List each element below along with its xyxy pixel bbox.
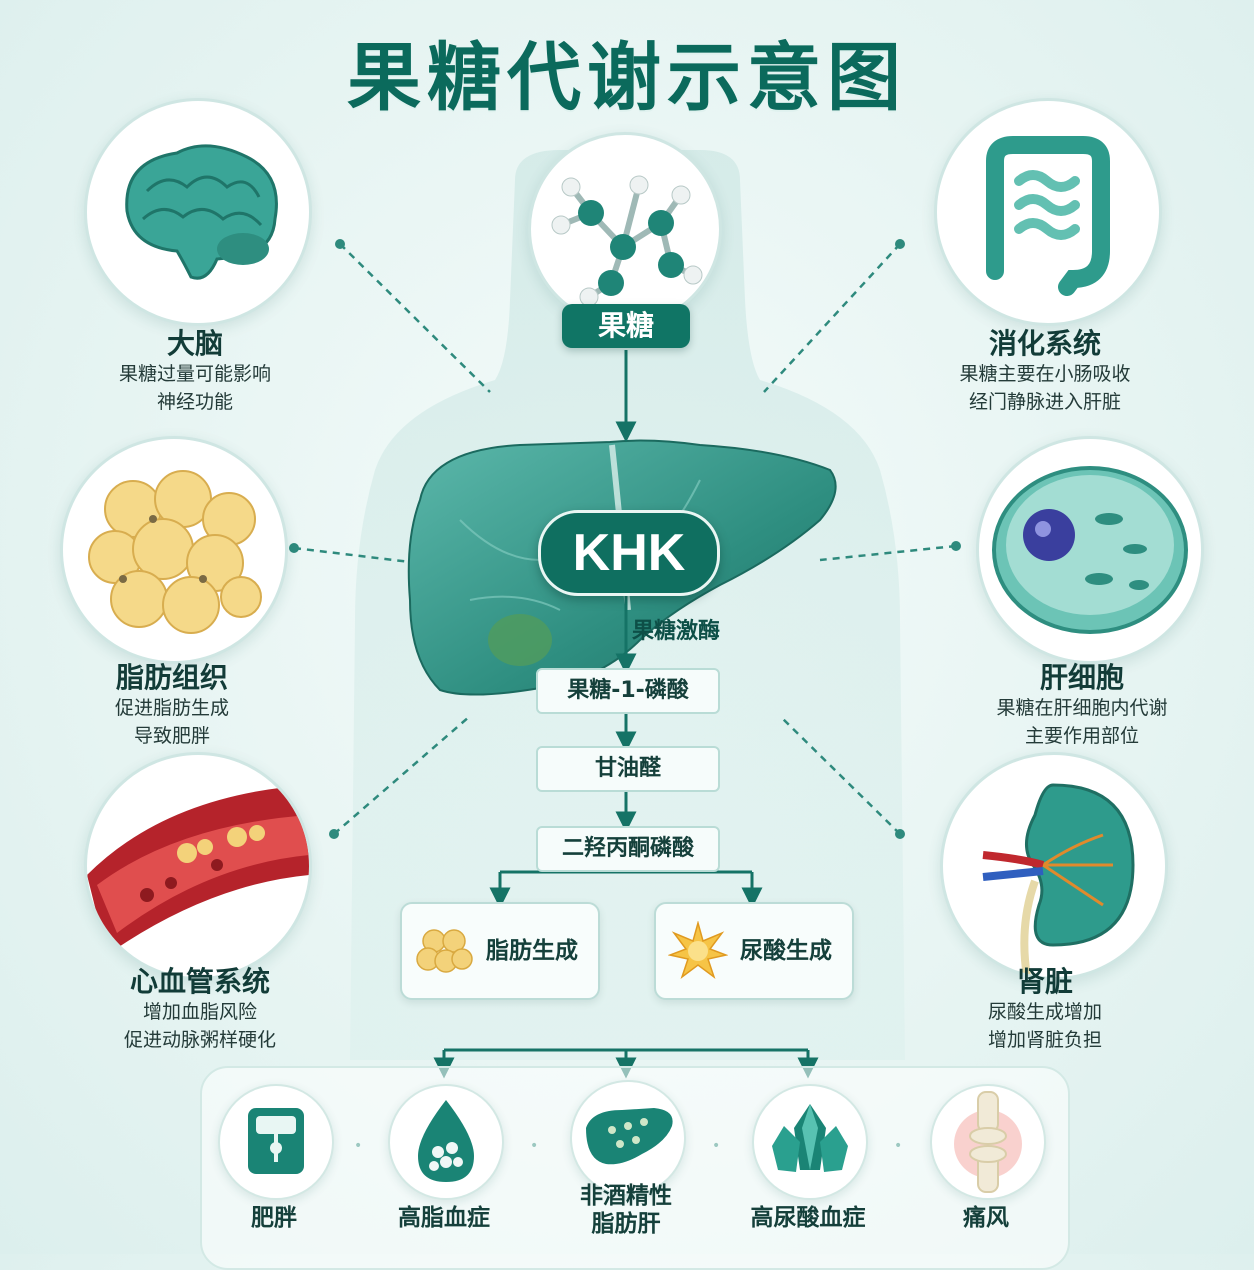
organ-desc-cardio-line1: 增加血脂风险 — [142, 1001, 257, 1023]
organ-title-kidney: 肾脏 — [1016, 965, 1073, 998]
organ-desc-fat-line2: 导致肥胖 — [133, 725, 210, 747]
connector-kidney — [779, 715, 901, 835]
organ-desc-kidney-line2: 增加肾脏负担 — [987, 1029, 1102, 1051]
pathway-step-f1p: 果糖-1-磷酸 — [536, 668, 720, 714]
urate-crystal-icon — [668, 921, 728, 980]
organ-desc-fat-line1: 促进脂肪生成 — [114, 697, 229, 719]
pathway-step-glyceraldehyde: 甘油醛 — [536, 746, 720, 792]
organ-desc-cardio: 增加血脂风险 促进动脉粥样硬化 — [75, 998, 325, 1054]
brain-icon — [84, 98, 312, 326]
organ-desc-fat: 促进脂肪生成 导致肥胖 — [52, 694, 292, 750]
organ-desc-digest-line2: 经门静脉进入肝脏 — [968, 391, 1121, 413]
connector-dot-digest — [895, 239, 905, 249]
connector-digest — [763, 243, 901, 393]
connector-dot-liver — [951, 541, 961, 551]
product-lipogenesis: 脂肪生成 — [400, 902, 600, 1000]
organ-desc-liver: 果糖在肝细胞内代谢 主要作用部位 — [957, 694, 1207, 750]
product-uric-acid: 尿酸生成 — [654, 902, 854, 1000]
separator-dot: • — [354, 1138, 363, 1154]
organ-desc-brain: 果糖过量可能影响 神经功能 — [75, 360, 315, 416]
connector-fat — [293, 546, 411, 564]
product-lipogenesis-label: 脂肪生成 — [486, 938, 578, 964]
separator-dot: • — [530, 1138, 539, 1154]
disease-label-gout: 痛风 — [911, 1204, 1061, 1232]
organ-desc-brain-line1: 果糖过量可能影响 — [118, 363, 271, 385]
organ-desc-kidney-line1: 尿酸生成增加 — [987, 1001, 1102, 1023]
lipid-drop-icon — [388, 1084, 504, 1200]
disease-label-obesity: 肥胖 — [199, 1204, 349, 1232]
disease-label-nafld: 非酒精性 脂肪肝 — [551, 1182, 701, 1238]
connector-dot-cardio — [329, 829, 339, 839]
intestine-icon — [934, 98, 1162, 326]
organ-title-digest: 消化系统 — [988, 327, 1101, 360]
separator-dot: • — [712, 1138, 721, 1154]
pathway-step-dhap: 二羟丙酮磷酸 — [536, 826, 720, 872]
fat-tissue-icon — [60, 436, 288, 664]
disease-label-nafld-line2: 脂肪肝 — [591, 1211, 661, 1237]
disease-label-hyperlipidemia: 高脂血症 — [369, 1204, 519, 1232]
khk-badge: KHK — [538, 510, 720, 596]
organ-desc-brain-line2: 神经功能 — [156, 391, 233, 413]
organ-title-fat: 脂肪组织 — [115, 661, 228, 694]
artery-icon — [84, 752, 312, 980]
joint-icon — [930, 1084, 1046, 1200]
organ-desc-liver-line1: 果糖在肝细胞内代谢 — [996, 697, 1168, 719]
fatty-liver-icon — [570, 1080, 686, 1196]
connector-dot-fat — [289, 543, 299, 553]
molecule-icon — [528, 132, 722, 326]
crystal-icon — [752, 1084, 868, 1200]
disease-label-gout-line1: 痛风 — [963, 1205, 1009, 1231]
connector-dot-brain — [335, 239, 345, 249]
connector-liver — [819, 544, 957, 562]
connector-dot-kidney — [895, 829, 905, 839]
organ-desc-digest-line1: 果糖主要在小肠吸收 — [959, 363, 1131, 385]
fat-cells-icon — [416, 929, 473, 973]
enzyme-name: 果糖激酶 — [632, 619, 721, 644]
organ-desc-digest: 果糖主要在小肠吸收 经门静脉进入肝脏 — [920, 360, 1170, 416]
organ-title-brain: 大脑 — [166, 327, 223, 360]
page-title: 果糖代谢示意图 — [347, 35, 907, 121]
kidney-icon — [940, 752, 1168, 980]
organ-desc-kidney: 尿酸生成增加 增加肾脏负担 — [930, 998, 1160, 1054]
separator-dot: • — [894, 1138, 903, 1154]
connector-cardio — [333, 715, 471, 835]
connector-brain — [339, 243, 491, 393]
organ-desc-liver-line2: 主要作用部位 — [1024, 725, 1139, 747]
disease-label-nafld-line1: 非酒精性 — [580, 1183, 672, 1209]
fructose-label: 果糖 — [562, 304, 690, 348]
product-uric-acid-label: 尿酸生成 — [740, 938, 832, 964]
disease-label-obesity-line1: 肥胖 — [251, 1205, 297, 1231]
disease-label-hyperuricemia-line1: 高尿酸血症 — [750, 1205, 866, 1231]
liver-cell-icon — [976, 436, 1204, 664]
scale-icon — [218, 1084, 334, 1200]
organ-title-liver: 肝细胞 — [1039, 661, 1124, 694]
gallbladder-shape — [488, 614, 552, 666]
disease-label-hyperuricemia: 高尿酸血症 — [733, 1204, 883, 1232]
organ-desc-cardio-line2: 促进动脉粥样硬化 — [123, 1029, 276, 1051]
disease-label-hyperlipidemia-line1: 高脂血症 — [398, 1205, 490, 1231]
organ-title-cardio: 心血管系统 — [129, 965, 270, 998]
